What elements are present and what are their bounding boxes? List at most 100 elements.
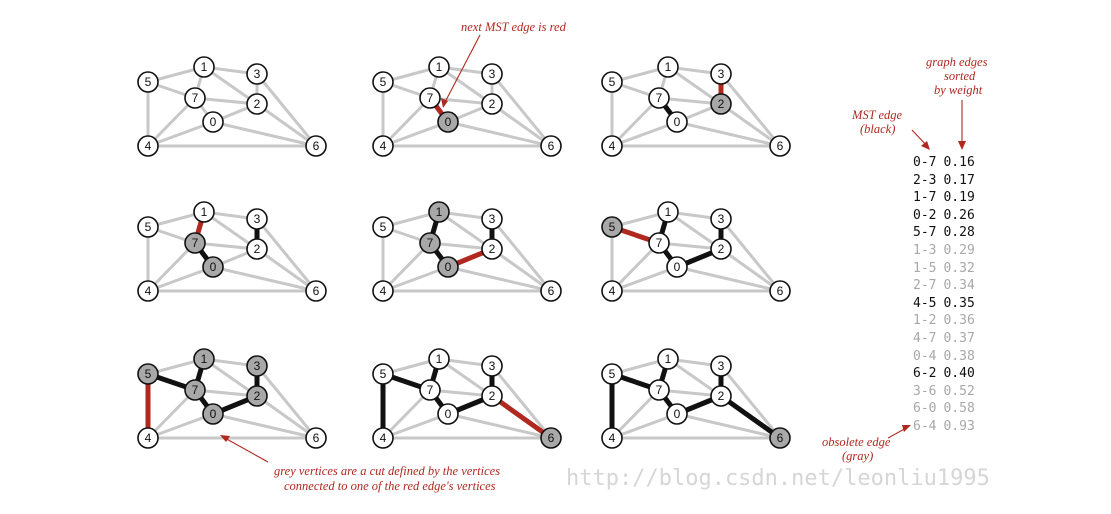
graph-edge [610, 96, 661, 148]
graph-edge [146, 96, 197, 148]
graph-edge [146, 265, 215, 293]
vertex-1: 1 [428, 348, 450, 370]
vertex-label: 1 [436, 352, 443, 366]
graph-edge [255, 394, 318, 440]
annotation-sorted-text-3: by weight [934, 83, 983, 97]
graph-edge [719, 102, 782, 148]
graph-edge [675, 412, 782, 440]
vertex-label: 2 [718, 242, 725, 256]
graph-edge [610, 265, 679, 293]
graph-edge [446, 412, 553, 440]
edge-weight: 0.52 [943, 383, 975, 399]
vertex-circle [372, 427, 394, 449]
vertex-5: 5 [601, 363, 623, 385]
graph-edge [446, 265, 553, 293]
vertex-circle [246, 63, 268, 85]
graph-edge [381, 388, 432, 440]
edge-pair: 0-7 [913, 155, 937, 170]
vertex-label: 5 [145, 75, 152, 89]
vertex-0: 0 [202, 111, 224, 133]
edge-pair: 2-3 [913, 172, 937, 188]
vertex-4: 4 [137, 427, 159, 449]
edge-weight: 0.37 [943, 330, 975, 346]
graph-edge [211, 265, 318, 293]
vertex-circle [601, 363, 623, 385]
vertex-circle [666, 403, 688, 425]
vertex-circle [648, 87, 670, 109]
graph-edge [146, 241, 197, 293]
edge-weight: 0.26 [943, 207, 975, 223]
vertex-label: 0 [210, 115, 217, 129]
vertex-circle [769, 135, 791, 157]
vertex-label: 2 [489, 389, 496, 403]
vertex-circle [137, 427, 159, 449]
vertex-7: 7 [184, 232, 206, 254]
vertex-label: 2 [489, 97, 496, 111]
edge-pair: 3-6 [913, 383, 937, 399]
vertex-circle [305, 280, 327, 302]
vertex-label: 2 [489, 242, 496, 256]
vertex-4: 4 [372, 427, 394, 449]
vertex-5: 5 [601, 216, 623, 238]
cut-vertex-circle [710, 93, 732, 115]
graph-edge [719, 72, 782, 148]
graph-edge [211, 412, 318, 440]
vertex-label: 0 [210, 260, 217, 274]
annotation-sorted: graph edges sorted by weight [926, 55, 988, 150]
edge-pair: 5-7 [913, 225, 937, 241]
vertex-label: 3 [254, 212, 261, 226]
arrow-head-icon [220, 435, 230, 442]
vertex-circle [657, 56, 679, 78]
vertex-label: 3 [718, 359, 725, 373]
graph-edge [146, 120, 215, 148]
vertex-label: 6 [313, 431, 320, 445]
edge-pair: 1-3 [913, 242, 937, 258]
vertex-1: 1 [193, 56, 215, 78]
edge-pair: 6-2 [913, 366, 937, 382]
vertex-label: 0 [674, 115, 681, 129]
annotation-cut-text-2: connected to one of the red edge's verti… [284, 479, 496, 493]
cut-vertex-circle [202, 403, 224, 425]
vertex-circle [540, 280, 562, 302]
arrow-head-icon [902, 425, 911, 432]
vertex-5: 5 [601, 71, 623, 93]
cut-vertex-circle [437, 111, 459, 133]
vertex-label: 6 [313, 139, 320, 153]
graph-edge [255, 102, 318, 148]
vertex-circle [437, 403, 459, 425]
vertex-label: 4 [609, 284, 616, 298]
vertex-circle [710, 355, 732, 377]
vertex-7: 7 [184, 87, 206, 109]
vertex-1: 1 [193, 348, 215, 370]
vertex-1: 1 [657, 348, 679, 370]
vertex-label: 6 [777, 284, 784, 298]
vertex-label: 7 [427, 236, 434, 250]
vertex-circle [601, 427, 623, 449]
annotation-obsolete-text-1: obsolete edge [822, 435, 891, 449]
vertex-label: 6 [777, 139, 784, 153]
vertex-3: 3 [710, 355, 732, 377]
vertex-circle [601, 135, 623, 157]
vertex-label: 1 [201, 352, 208, 366]
vertex-circle [657, 348, 679, 370]
vertex-7: 7 [184, 379, 206, 401]
vertex-circle [710, 63, 732, 85]
vertex-label: 3 [254, 359, 261, 373]
annotation-sorted-text-2: sorted [944, 69, 976, 83]
annotation-next-edge-text: next MST edge is red [461, 20, 567, 34]
vertex-label: 4 [145, 284, 152, 298]
graph-edge [610, 388, 661, 440]
graph-edge [610, 241, 661, 293]
vertex-label: 2 [254, 97, 261, 111]
annotation-mst-edge-text-2: (black) [860, 122, 895, 136]
vertex-circle [481, 93, 503, 115]
annotation-next-edge-arrow [442, 34, 481, 107]
vertex-label: 7 [656, 91, 663, 105]
